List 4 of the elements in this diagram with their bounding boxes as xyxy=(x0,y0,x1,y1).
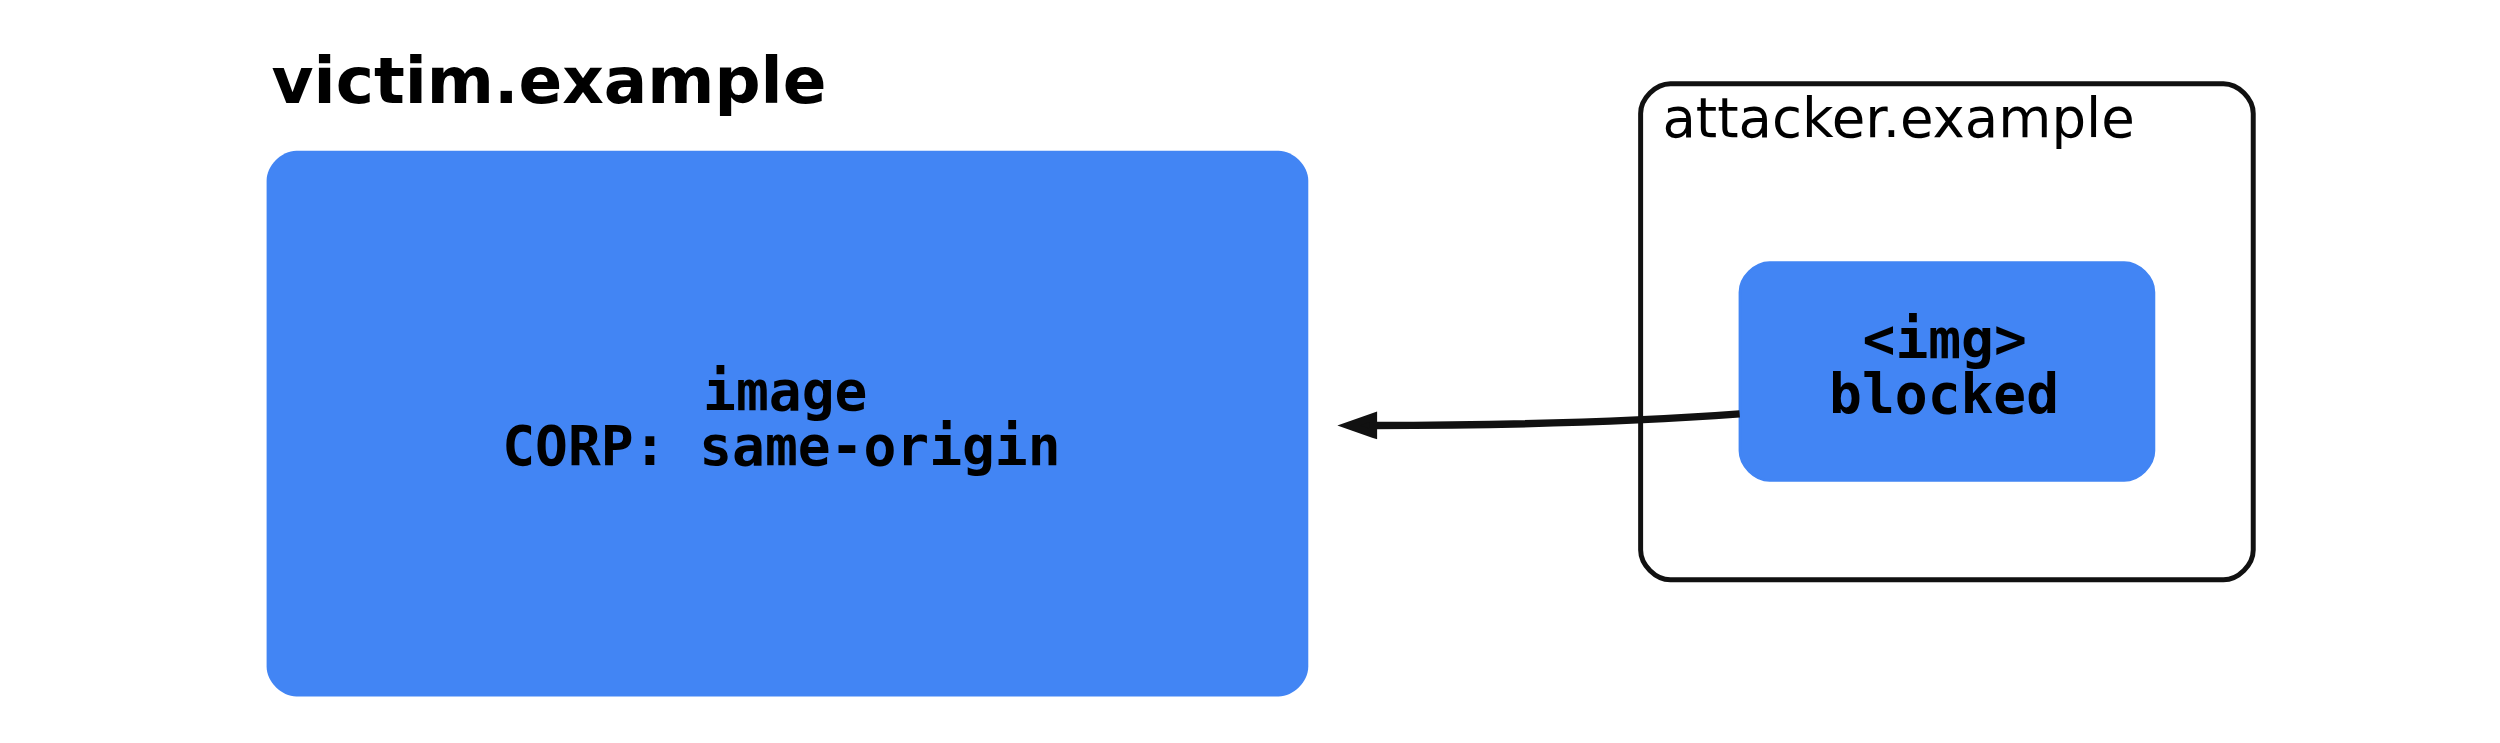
node-box: <img> blocked xyxy=(1738,261,2156,482)
arrow xyxy=(1337,410,1740,440)
node-box: image CORP: same-origin xyxy=(266,150,1309,697)
node-label: victim.example xyxy=(271,43,827,119)
